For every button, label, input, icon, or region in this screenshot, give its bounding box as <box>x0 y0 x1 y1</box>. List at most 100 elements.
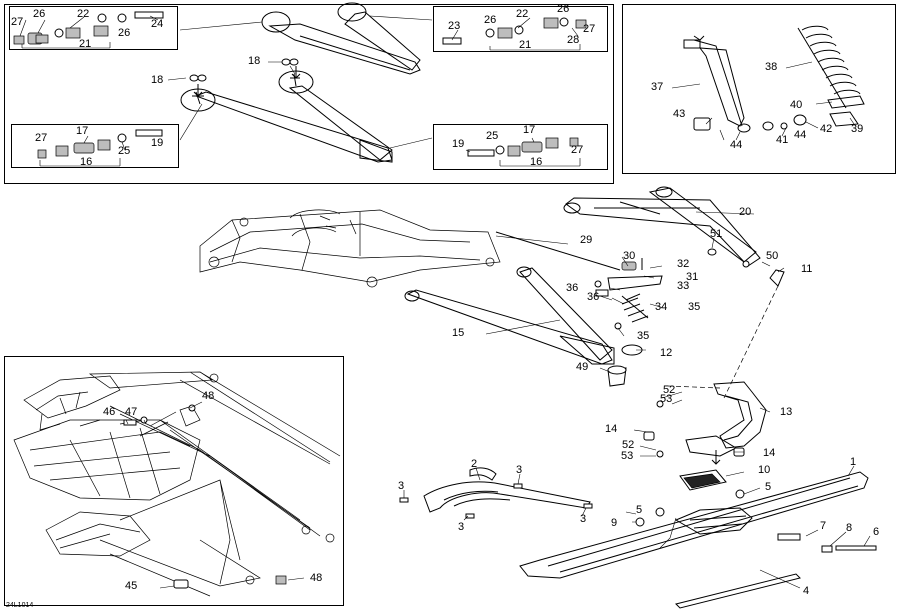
steering-axis-line <box>667 285 779 399</box>
callout-7: 7 <box>820 520 827 532</box>
callout-15: 15 <box>452 327 465 339</box>
ski-pad-drawing <box>679 469 727 491</box>
callout-9: 9 <box>611 517 618 529</box>
diagram-code: 24L1014 <box>6 602 34 609</box>
upper-a-arm-drawing <box>563 186 761 267</box>
ball-joint-drawing <box>607 260 785 387</box>
callout-10: 10 <box>758 464 771 476</box>
callout-2: 2 <box>471 458 478 470</box>
bushing-detail-box-lower-right <box>433 124 608 170</box>
callout-29: 29 <box>580 234 593 246</box>
callout-36: 36 <box>566 282 579 294</box>
callout-5: 5 <box>765 481 772 493</box>
callout-49: 49 <box>576 361 589 373</box>
callout-5: 5 <box>636 504 643 516</box>
bushing-hardware-upper-left <box>13 11 164 45</box>
callout-25: 25 <box>486 130 499 142</box>
callout-20: 20 <box>739 206 752 218</box>
ski-bolts-drawing <box>399 483 877 553</box>
callout-27: 27 <box>571 144 584 156</box>
callout-3: 3 <box>398 480 405 492</box>
callout-27: 27 <box>583 23 596 35</box>
chassis-frame-ghost <box>199 209 501 288</box>
inset-shock-absorber <box>622 4 896 174</box>
callout-35: 35 <box>688 301 701 313</box>
callout-18: 18 <box>151 74 164 86</box>
callout-1: 1 <box>850 456 857 468</box>
callout-21: 21 <box>79 38 92 50</box>
callout-11: 11 <box>801 263 813 275</box>
callout-12: 12 <box>660 347 673 359</box>
callout-46: 46 <box>103 406 116 418</box>
callout-3: 3 <box>458 521 465 533</box>
callout-40: 40 <box>790 99 803 111</box>
callout-48: 48 <box>202 390 215 402</box>
callout-24: 24 <box>151 18 164 30</box>
callout-31: 31 <box>686 271 699 283</box>
callout-36: 36 <box>587 291 600 303</box>
callout-35: 35 <box>637 330 650 342</box>
frame-assembly-drawing <box>13 371 341 597</box>
bushing-hardware-upper-right <box>442 17 587 45</box>
callout-6: 6 <box>873 526 880 538</box>
lower-a-arm-drawing <box>404 266 643 365</box>
callout-41: 41 <box>776 134 789 146</box>
callout-13: 13 <box>780 406 793 418</box>
callout-37: 37 <box>651 81 664 93</box>
lower-a-arm-inset-drawing <box>180 70 393 163</box>
callout-42: 42 <box>820 123 833 135</box>
callout-43: 43 <box>673 108 686 120</box>
callout-45: 45 <box>125 580 138 592</box>
callout-17: 17 <box>76 125 89 137</box>
inset-frame-assembly <box>4 356 344 606</box>
arrow-down <box>711 450 721 465</box>
tie-rod-drawing <box>495 231 621 271</box>
callout-22: 22 <box>77 8 90 20</box>
callout-32: 32 <box>677 258 690 270</box>
callout-27: 27 <box>11 16 24 28</box>
callout-17: 17 <box>523 124 536 136</box>
callout-25: 25 <box>118 145 131 157</box>
callout-30: 30 <box>623 250 636 262</box>
callout-38: 38 <box>765 61 778 73</box>
shock-absorber-drawing <box>683 25 865 133</box>
callout-53: 53 <box>660 393 673 405</box>
callout-14: 14 <box>605 423 618 435</box>
spring-shock-small <box>594 258 663 330</box>
callout-3: 3 <box>580 513 587 525</box>
callout-44: 44 <box>730 139 743 151</box>
callout-51: 51 <box>710 228 723 240</box>
callout-23: 23 <box>448 20 461 32</box>
callout-16: 16 <box>530 156 543 168</box>
callout-19: 19 <box>452 138 465 150</box>
callout-33: 33 <box>677 280 690 292</box>
ski-drawing <box>519 471 869 609</box>
callout-47: 47 <box>125 406 138 418</box>
callout-48: 48 <box>310 572 323 584</box>
bushing-hardware-lower-right <box>467 137 579 157</box>
callout-52: 52 <box>663 384 676 396</box>
callout-4: 4 <box>803 585 810 597</box>
callout-26: 26 <box>557 3 570 15</box>
callout-27: 27 <box>35 132 48 144</box>
ski-handle-drawing <box>423 467 591 513</box>
callout-53: 53 <box>621 450 634 462</box>
callout-26: 26 <box>33 8 46 20</box>
callout-3: 3 <box>516 464 523 476</box>
callout-52: 52 <box>622 439 635 451</box>
callout-26: 26 <box>484 14 497 26</box>
callout-21: 21 <box>519 39 532 51</box>
callout-28: 28 <box>567 34 580 46</box>
callout-34: 34 <box>655 301 668 313</box>
callout-26: 26 <box>118 27 131 39</box>
callout-8: 8 <box>846 522 853 534</box>
callout-18: 18 <box>248 55 261 67</box>
washer-pair-inset <box>189 58 299 82</box>
callout-39: 39 <box>851 123 864 135</box>
callout-22: 22 <box>516 8 529 20</box>
callout-19: 19 <box>151 137 164 149</box>
bushing-hardware-lower-left <box>37 129 163 159</box>
callout-14: 14 <box>763 447 776 459</box>
callout-44: 44 <box>794 129 807 141</box>
callout-50: 50 <box>766 250 779 262</box>
